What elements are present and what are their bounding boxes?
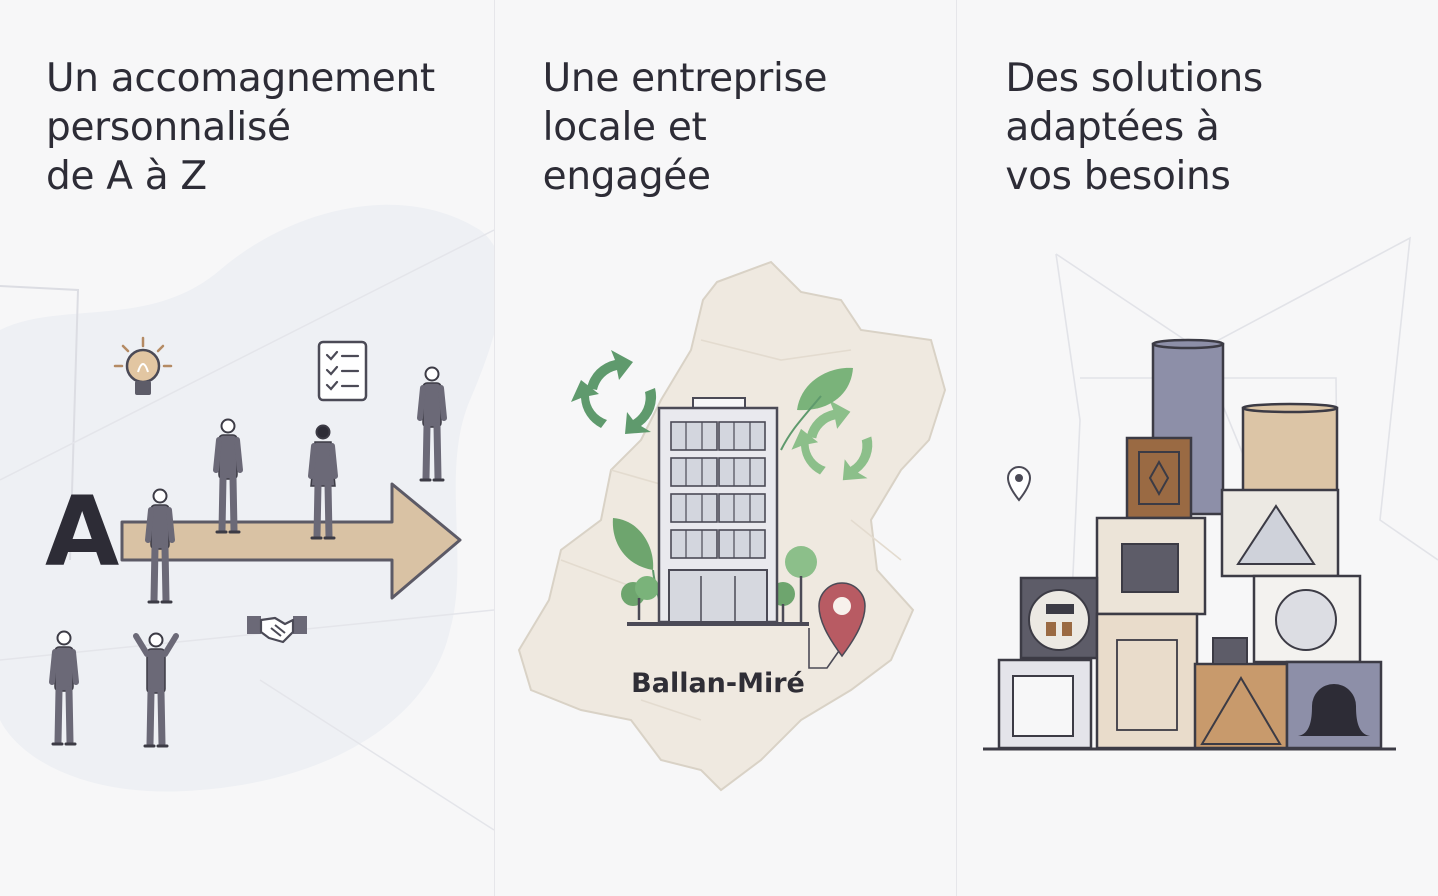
person-icon — [417, 366, 447, 482]
panel-accompaniment: A Un accomagnement personnalisé de A à Z — [0, 0, 494, 896]
person-icon — [213, 418, 243, 534]
person-icon — [145, 488, 175, 604]
panel-title: Des solutions adaptées à vos besoins — [1005, 54, 1263, 201]
big-letter-a: A — [45, 476, 119, 588]
bell-icon — [1286, 660, 1383, 750]
panel-title: Une entreprise locale et engagée — [543, 54, 828, 201]
panel-solutions: Des solutions adaptées à vos besoins — [956, 0, 1438, 896]
solutions-illustration — [983, 236, 1438, 751]
window — [669, 529, 718, 559]
title-line: Des solutions — [1005, 56, 1263, 101]
panel-local-company: Ballan-Miré Une entreprise locale et eng… — [493, 0, 957, 896]
handshake-icon — [247, 616, 307, 644]
window — [669, 493, 718, 523]
title-line: Une entreprise — [542, 56, 828, 101]
box-icon — [998, 658, 1093, 750]
title-line: engagée — [542, 154, 711, 199]
title-line: personnalisé — [46, 105, 291, 150]
lightbulb-icon — [113, 336, 173, 395]
person-icon — [308, 424, 338, 540]
window — [717, 457, 766, 487]
window — [669, 457, 718, 487]
circle-icon — [1253, 574, 1362, 664]
recycle-icon — [570, 350, 656, 434]
panel-title: Un accomagnement personnalisé de A à Z — [46, 54, 435, 201]
leaf-icon — [779, 367, 853, 451]
recycle-icon — [791, 400, 872, 481]
title-line: Un accomagnement — [46, 56, 435, 101]
title-line: vos besoins — [1005, 154, 1231, 199]
person-icon — [133, 632, 179, 748]
window — [717, 421, 766, 451]
person-icon — [49, 630, 79, 746]
window — [717, 529, 766, 559]
box-icon — [1096, 612, 1199, 750]
tree-icon — [620, 546, 817, 622]
triangle-icon — [1194, 637, 1289, 750]
local-company-illustration: Ballan-Miré — [517, 260, 946, 792]
box-icon — [1096, 516, 1207, 616]
box-icon — [1126, 436, 1193, 520]
location-label: Ballan-Miré — [631, 668, 805, 699]
box-icon — [1020, 576, 1099, 660]
title-line: de A à Z — [46, 154, 207, 199]
window — [717, 493, 766, 523]
building-icon — [626, 397, 809, 626]
cylinder-icon — [1242, 402, 1339, 496]
map-pin-icon — [1007, 466, 1032, 502]
people-group — [49, 366, 447, 748]
title-line: adaptées à — [1005, 105, 1220, 150]
title-line: locale et — [542, 105, 707, 150]
map-pin-icon — [807, 582, 866, 669]
accompaniment-illustration: A — [0, 204, 494, 831]
checklist-icon — [317, 340, 368, 402]
window — [669, 421, 718, 451]
triangle-icon — [1221, 488, 1340, 578]
